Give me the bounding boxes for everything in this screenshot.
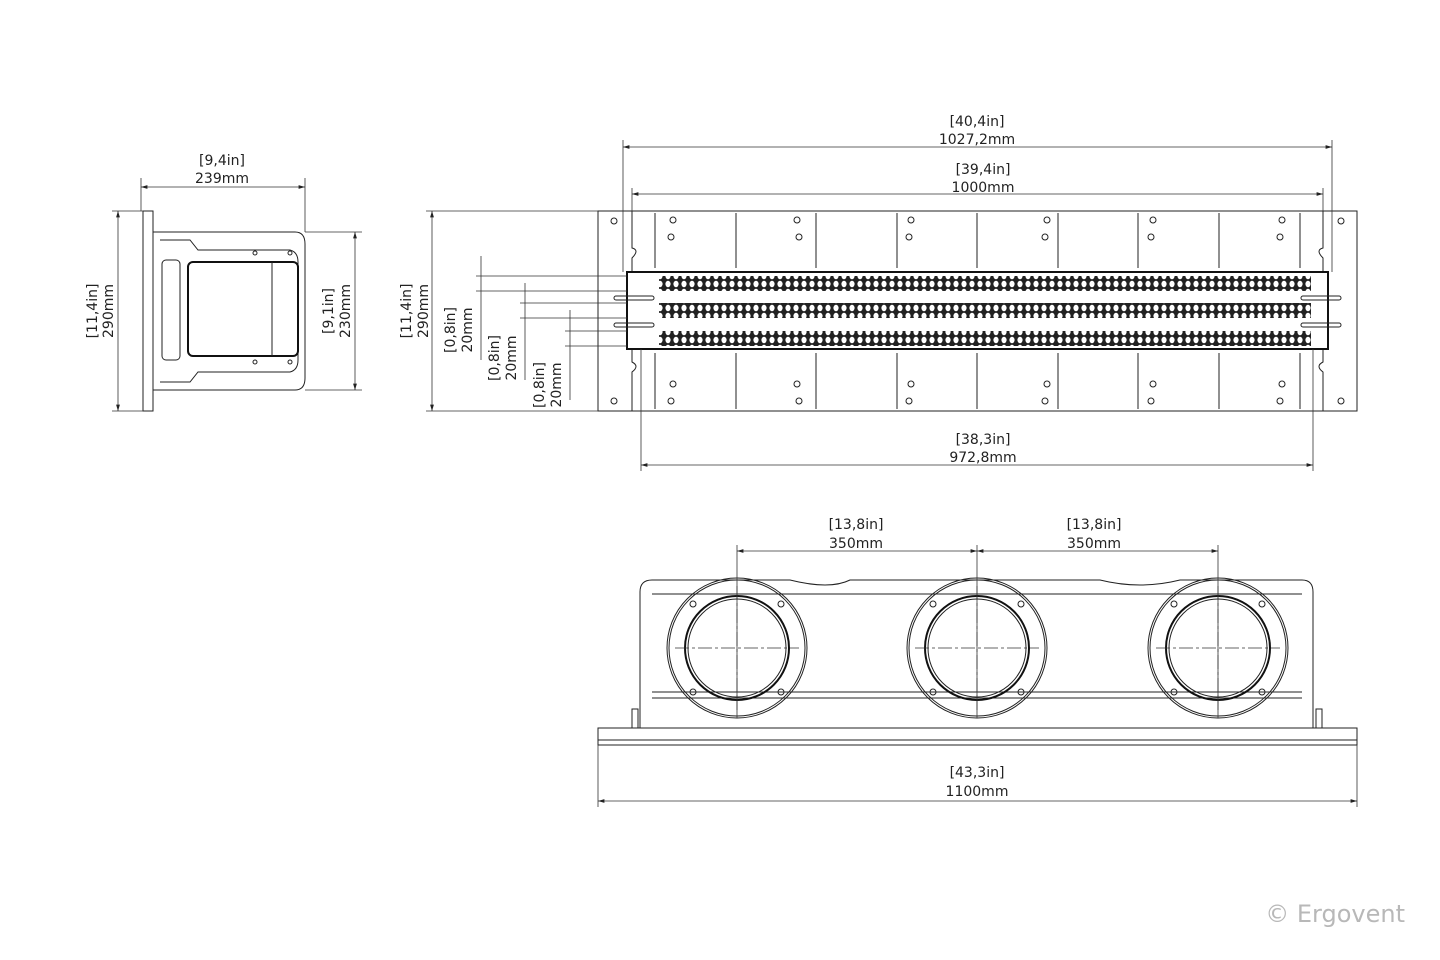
screw-icon xyxy=(929,600,937,608)
screw-icon xyxy=(1337,397,1345,405)
screw-icon xyxy=(907,216,915,224)
screw-icon xyxy=(689,688,697,696)
screw-icon xyxy=(1017,688,1025,696)
screw-icon xyxy=(795,397,803,405)
screw-icon xyxy=(793,380,801,388)
front-flange xyxy=(597,727,1358,746)
screw-icon xyxy=(1147,397,1155,405)
screw-icon xyxy=(667,397,675,405)
top-height-mm: 290mm xyxy=(416,284,432,338)
side-height-in: [11,4in] xyxy=(85,284,101,339)
spacing-2-in: [13,8in] xyxy=(1067,517,1122,533)
front-overall-mm: 1100mm xyxy=(946,784,1009,800)
top-frame xyxy=(597,210,1358,412)
screw-icon xyxy=(689,600,697,608)
gap-3-in: [0,8in] xyxy=(532,362,548,408)
side-inner-mm: 230mm xyxy=(338,284,354,338)
grille-slot-1 xyxy=(659,276,1311,291)
screw-icon xyxy=(1043,216,1051,224)
bottom-length-in: [38,3in] xyxy=(956,432,1011,448)
spacing-2-mm: 350mm xyxy=(1067,536,1121,552)
screw-icon xyxy=(1276,397,1284,405)
copyright-watermark: © Ergovent xyxy=(1265,900,1405,928)
grille-frame xyxy=(626,271,1329,350)
front-body xyxy=(639,579,1314,728)
side-inner-in: [9,1in] xyxy=(321,288,337,334)
screw-icon xyxy=(1170,600,1178,608)
top-height-in: [11,4in] xyxy=(399,284,415,339)
screw-icon xyxy=(1258,688,1266,696)
screw-icon xyxy=(1149,380,1157,388)
bottom-length-mm: 972,8mm xyxy=(949,450,1016,466)
overall-length-in: [40,4in] xyxy=(950,114,1005,130)
screw-icon xyxy=(669,380,677,388)
grille-slot-2 xyxy=(659,303,1311,318)
overall-length-mm: 1027,2mm xyxy=(939,132,1015,148)
screw-icon xyxy=(777,688,785,696)
screw-icon xyxy=(1337,217,1345,225)
screw-icon xyxy=(1276,233,1284,241)
gap-2-in: [0,8in] xyxy=(487,335,503,381)
screw-icon xyxy=(1041,397,1049,405)
front-view: [13,8in] 350mm [13,8in] 350mm [43,3in] 1… xyxy=(597,517,1358,807)
screw-icon xyxy=(1041,233,1049,241)
screw-icon xyxy=(1017,600,1025,608)
screw-icon xyxy=(1043,380,1051,388)
front-overall-in: [43,3in] xyxy=(950,765,1005,781)
screw-icon xyxy=(610,397,618,405)
side-height-mm: 290mm xyxy=(101,284,117,338)
screw-icon xyxy=(777,600,785,608)
screw-icon xyxy=(1278,380,1286,388)
screw-icon xyxy=(929,688,937,696)
grille-slot-3 xyxy=(659,331,1311,346)
side-width-mm: 239mm xyxy=(195,171,249,187)
side-flange xyxy=(142,210,154,412)
screw-icon xyxy=(667,233,675,241)
spacing-1-in: [13,8in] xyxy=(829,517,884,533)
side-body xyxy=(153,231,306,391)
screw-icon xyxy=(1170,688,1178,696)
gap-3-mm: 20mm xyxy=(549,362,565,407)
screw-icon xyxy=(905,397,913,405)
screw-icon xyxy=(907,380,915,388)
spacing-1-mm: 350mm xyxy=(829,536,883,552)
screw-icon xyxy=(1149,216,1157,224)
side-width-in: [9,4in] xyxy=(199,153,245,169)
slot-length-mm: 1000mm xyxy=(952,180,1015,196)
screw-icon xyxy=(1278,216,1286,224)
slot-length-in: [39,4in] xyxy=(956,162,1011,178)
screw-icon xyxy=(610,217,618,225)
screw-icon xyxy=(1147,233,1155,241)
screw-icon xyxy=(905,233,913,241)
screw-icon xyxy=(669,216,677,224)
screw-icon xyxy=(795,233,803,241)
side-view: [9,4in] 239mm [11,4in] 290mm [9,1in] 230… xyxy=(85,153,362,412)
gap-1-mm: 20mm xyxy=(460,307,476,352)
gap-1-in: [0,8in] xyxy=(443,307,459,353)
screw-icon xyxy=(1258,600,1266,608)
gap-2-mm: 20mm xyxy=(504,335,520,380)
top-view: [40,4in] 1027,2mm [39,4in] 1000mm [38,3i… xyxy=(399,114,1358,471)
screw-icon xyxy=(793,216,801,224)
